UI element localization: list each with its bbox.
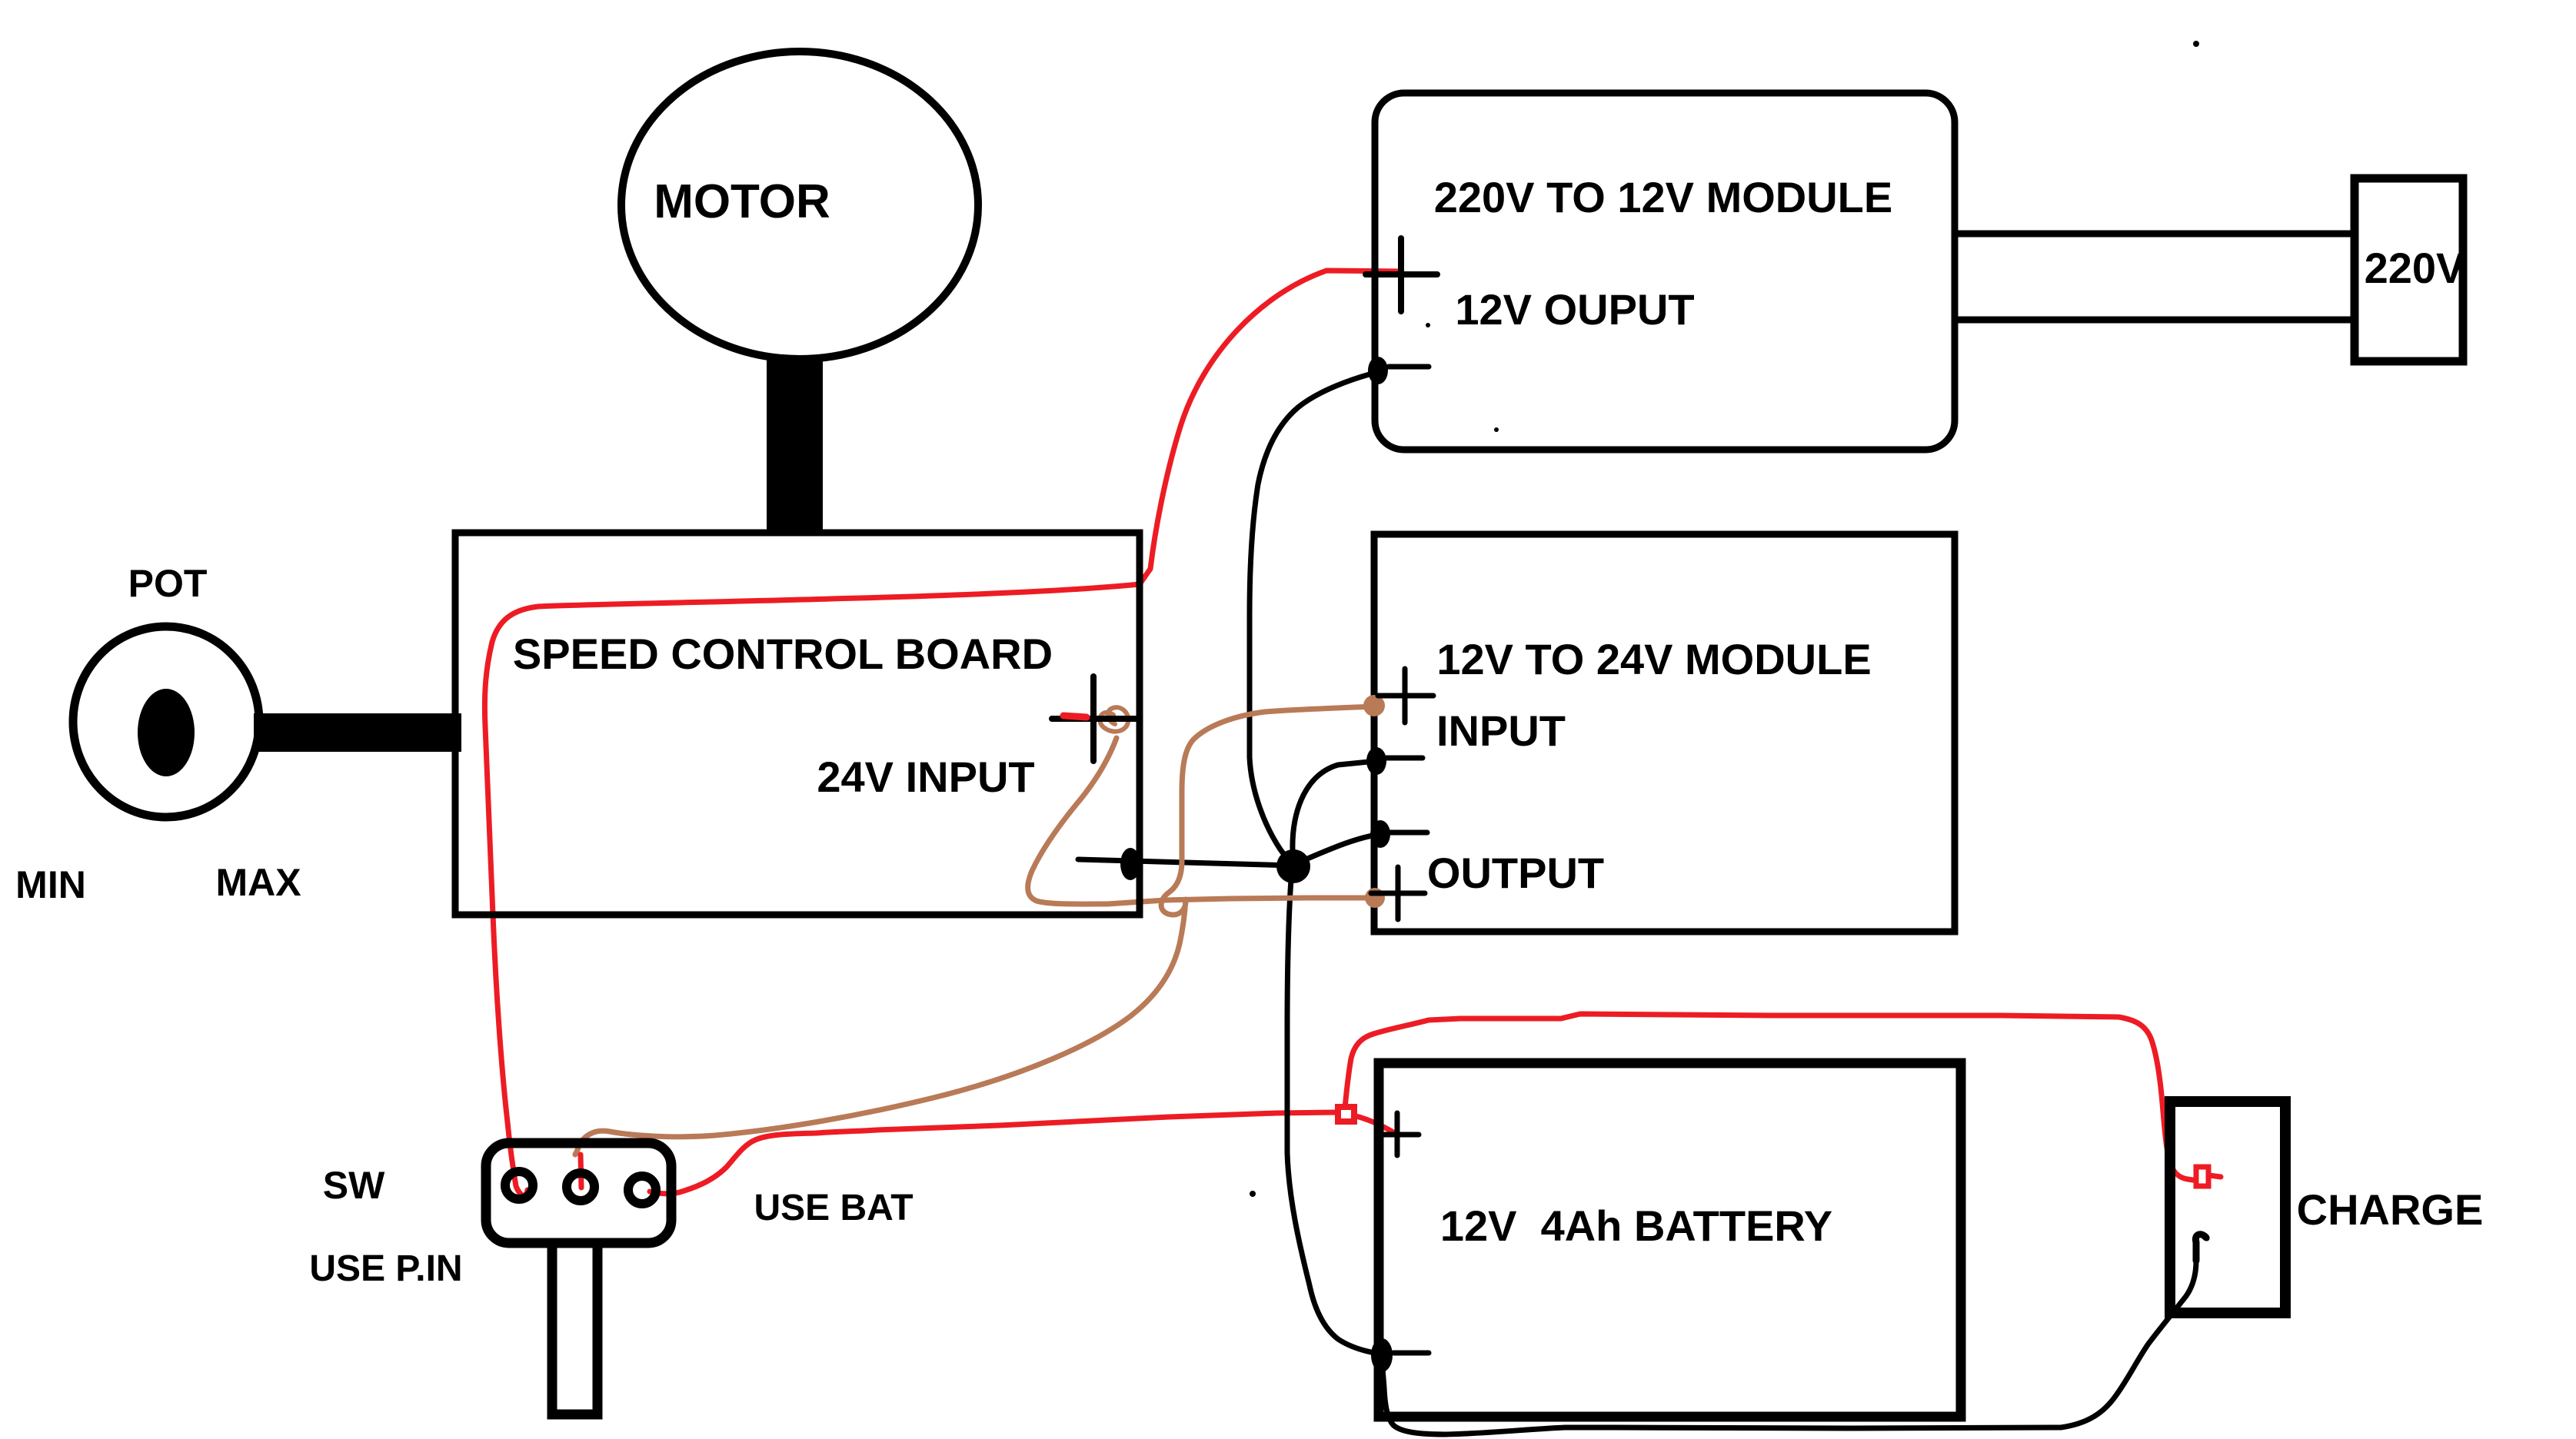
wire-black-junction-to-battery-minus [1284, 866, 1382, 1357]
switch-hole-1 [501, 1167, 537, 1204]
module1224-input-plus-terminal [1363, 695, 1385, 716]
switch-pos-bat-label: USE BAT [754, 1188, 913, 1228]
wire-black-module220-to-junction [1246, 369, 1381, 868]
battery-outline [1373, 1058, 1966, 1422]
module-220v-to-12v: 220V TO 12V MODULE 12V OUPUT [1363, 89, 2358, 454]
pot-body [68, 622, 264, 822]
pot-label: POT [128, 562, 208, 605]
speed-control-board: SPEED CONTROL BOARD 24V INPUT [428, 529, 1143, 919]
switch-hole-2 [562, 1168, 599, 1205]
battery-label: 12V 4Ah BATTERY [1440, 1201, 1832, 1250]
switch: SW USE P.IN USE BAT [309, 1138, 914, 1420]
charge-outline [2165, 1096, 2291, 1318]
pot-min-label: MIN [15, 863, 86, 906]
battery-red-junction-box [1335, 1104, 1357, 1125]
wire-black-junction-to-input-minus [1290, 758, 1380, 867]
charge-red-plug [2193, 1164, 2212, 1189]
module220-outline [1371, 89, 1959, 454]
switch-label: SW [323, 1164, 385, 1207]
battery-minus-terminal [1371, 1338, 1393, 1372]
wire-red-battery-to-charge [1342, 1011, 2201, 1184]
wire-red-switch-to-battery [647, 1109, 1341, 1197]
module1224-outline [1370, 530, 1959, 936]
module220-output-label: 12V OUPUT [1455, 285, 1694, 334]
pot-max-label: MAX [215, 861, 301, 904]
module1224-label: 12V TO 24V MODULE [1436, 635, 1871, 683]
module1224-input-plus-cross [1375, 666, 1436, 726]
speed-board-input-label: 24V INPUT [817, 753, 1034, 801]
module220-minus-terminal [1368, 357, 1388, 384]
speed-board-label: SPEED CONTROL BOARD [513, 630, 1053, 678]
battery-plus-terminal [1373, 1110, 1422, 1158]
module-12v-to-24v: 12V TO 24V MODULE INPUT OUTPUT [1363, 530, 1959, 936]
switch-stem [547, 1238, 603, 1420]
potentiometer: POT MIN MAX [15, 562, 457, 906]
ground-junction-dot [1276, 849, 1310, 883]
mains-label: 220V [2365, 244, 2465, 292]
motor-circle [617, 48, 982, 363]
switch-body [481, 1138, 677, 1248]
pot-knob [138, 689, 195, 776]
wire-brown-output24-to-board [1025, 735, 1370, 907]
motor-label: MOTOR [654, 175, 830, 228]
ink-speck [1250, 1191, 1256, 1197]
wire-red-module-to-switch [481, 268, 1404, 1198]
speed-board-minus-terminal [1120, 848, 1140, 880]
wire-red-junction-to-battery-plus [1350, 1112, 1396, 1135]
module1224-output-minus-terminal [1370, 820, 1390, 848]
charge-label: CHARGE [2297, 1185, 2484, 1234]
module220-mains-leads [1951, 230, 2358, 324]
speed-board-plus-red-tick [1060, 712, 1090, 721]
module1224-input-label: INPUT [1436, 706, 1566, 755]
battery: 12V 4Ah BATTERY [1335, 1058, 1966, 1422]
pot-shaft [254, 713, 457, 752]
module1224-output-plus-cross [1368, 864, 1428, 922]
switch-pos-pin-label: USE P.IN [309, 1248, 462, 1289]
module1224-input-minus-terminal [1366, 747, 1386, 775]
charger: CHARGE [2165, 1096, 2484, 1318]
mains-box: 220V [2350, 174, 2468, 366]
switch-hole-3 [624, 1171, 661, 1208]
wire-brown-input12-to-switch [572, 703, 1377, 1158]
wire-black-board-to-junction [1075, 856, 1296, 869]
motor-shaft [767, 357, 823, 536]
mains-outline [2350, 174, 2468, 366]
module1224-output-label: OUTPUT [1427, 849, 1604, 897]
speed-board-pot-tab [428, 713, 461, 752]
motor: MOTOR [617, 48, 982, 536]
ink-speck [1494, 427, 1499, 432]
charge-black-probe [2192, 1231, 2210, 1265]
module220-label: 220V TO 12V MODULE [1434, 173, 1893, 221]
ink-speck [1426, 323, 1430, 327]
wire-black-battery-to-charge [1379, 1231, 2210, 1437]
module220-plus-terminal [1363, 235, 1440, 314]
ink-speck [2193, 41, 2199, 47]
